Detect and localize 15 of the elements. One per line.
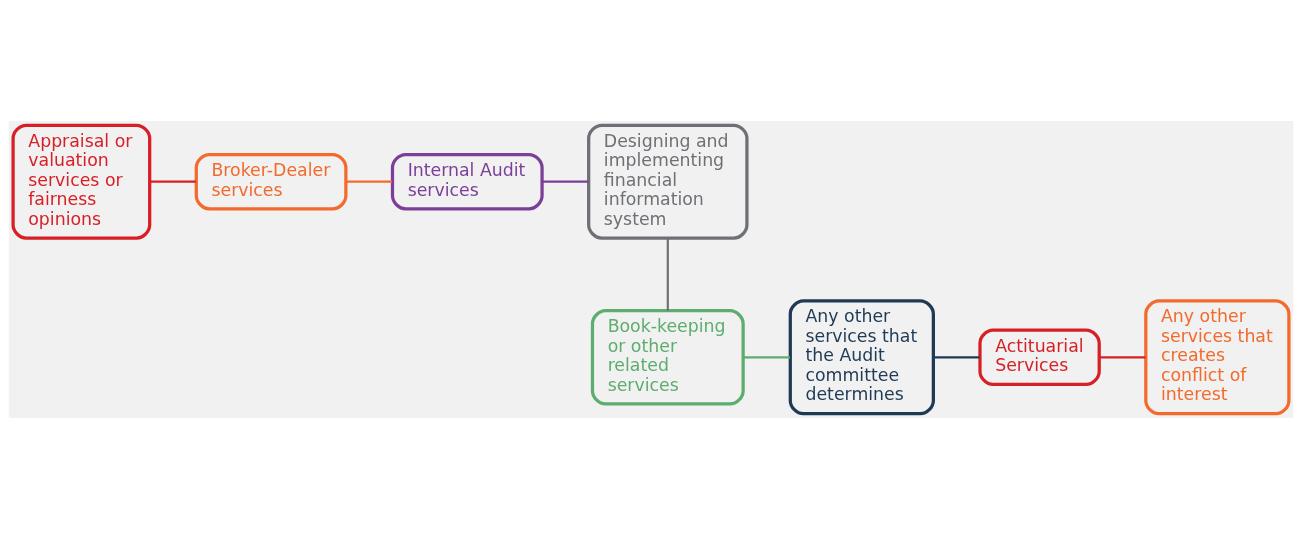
node-box: Book-keeping or other related services (590, 308, 745, 406)
node-box: Any other services that creates conflict of interest (1144, 298, 1291, 415)
node-box: Any other services that the Audit committee determines (788, 298, 935, 415)
node-box: Broker-Dealer services (194, 152, 348, 210)
connector (666, 237, 669, 311)
connector (149, 180, 196, 183)
node-box: Designing and implementing financial information system (587, 123, 749, 240)
connector (346, 180, 393, 183)
connector (1099, 355, 1146, 358)
connector (933, 355, 980, 358)
connector (542, 180, 589, 183)
node-box: Actituarial Services (978, 328, 1101, 386)
connector (743, 355, 790, 358)
node-box: Appraisal or valuation services or fairness opinions (11, 123, 152, 240)
node-box: Internal Audit services (390, 152, 544, 210)
